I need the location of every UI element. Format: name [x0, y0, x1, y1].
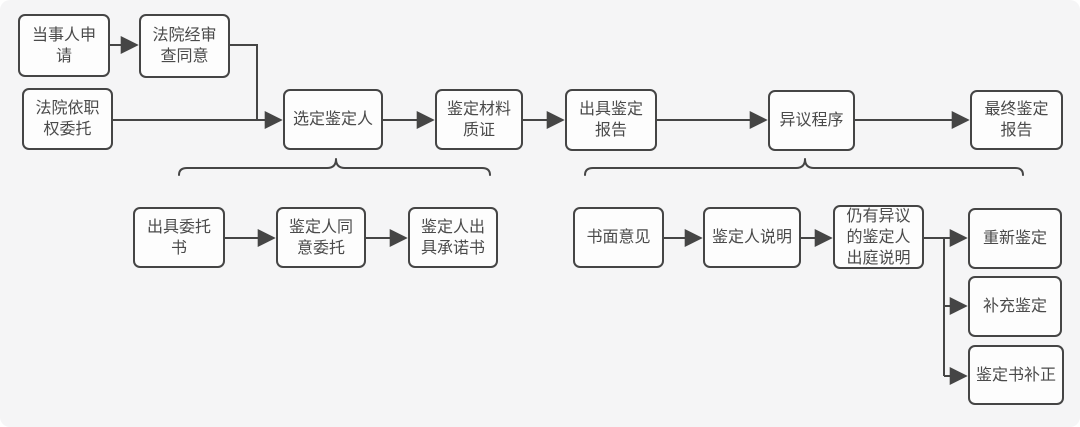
- node-appraisal-report-correction: 鉴定书补正: [968, 345, 1064, 405]
- node-party-application: 当事人申 请: [18, 14, 110, 77]
- node-written-opinion: 书面意见: [573, 207, 664, 268]
- left-brace: [178, 158, 491, 176]
- node-appraiser-court-appearance: 仍有异议 的鉴定人 出庭说明: [833, 205, 924, 269]
- node-issue-entrustment-letter: 出具委托 书: [133, 207, 225, 268]
- node-supplementary-appraisal: 补充鉴定: [968, 276, 1062, 337]
- node-select-appraiser: 选定鉴定人: [283, 89, 383, 150]
- right-brace: [584, 158, 1024, 176]
- edge-review-to-merge: [230, 44, 258, 120]
- node-appraiser-commitment-letter: 鉴定人出 具承诺书: [408, 207, 498, 268]
- node-appraisal-material-cross-exam: 鉴定材料 质证: [435, 89, 523, 150]
- node-issue-appraisal-report: 出具鉴定 报告: [565, 89, 657, 151]
- node-appraiser-accepts-entrustment: 鉴定人同 意委托: [276, 207, 366, 268]
- node-court-review-approval: 法院经审 查同意: [139, 14, 230, 78]
- node-objection-procedure: 异议程序: [768, 90, 855, 151]
- node-re-appraisal: 重新鉴定: [968, 208, 1062, 269]
- node-court-ex-officio-entrustment: 法院依职 权委托: [22, 88, 113, 150]
- node-final-appraisal-report: 最终鉴定 报告: [970, 90, 1063, 150]
- node-appraiser-explanation: 鉴定人说明: [703, 207, 801, 268]
